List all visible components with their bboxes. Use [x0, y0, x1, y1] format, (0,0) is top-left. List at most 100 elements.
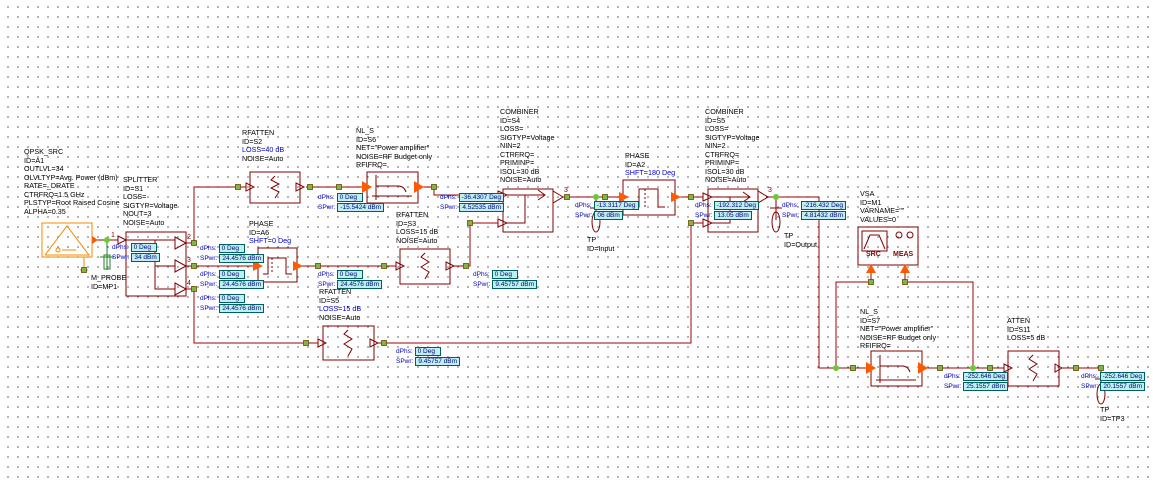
- port-connector[interactable]: [868, 279, 874, 285]
- a6-param-line[interactable]: SHFT=0 Deg: [249, 236, 292, 245]
- annotation-spwr[interactable]: SPwr:24.4576 dBm: [200, 304, 265, 313]
- a2-param-line[interactable]: ID=A2: [625, 159, 646, 169]
- junction-node[interactable]: [833, 365, 839, 371]
- combiner-s5-block[interactable]: [702, 188, 769, 233]
- wire[interactable]: [454, 222, 498, 267]
- annotation-spwr[interactable]: SPwr:24.4576 dBm: [200, 280, 265, 289]
- vsa-block[interactable]: [857, 226, 919, 282]
- port-connector[interactable]: [987, 365, 993, 371]
- annotation-dphs[interactable]: dPhs:0 Deg: [396, 347, 441, 356]
- s5-param-line[interactable]: PRIMINP=: [705, 158, 740, 167]
- s5-param-line[interactable]: ISOL=30 dB: [705, 166, 745, 176]
- vsa-param-line[interactable]: VSA: [860, 189, 875, 198]
- s4-param-line[interactable]: ID=S4: [500, 115, 521, 125]
- tp3-param-line[interactable]: TP: [1100, 405, 1110, 414]
- s3-param-line[interactable]: ID=S3: [396, 218, 417, 228]
- rfatten-s5-block[interactable]: [317, 325, 380, 361]
- s4-param-line[interactable]: ISOL=30 dB: [500, 166, 540, 176]
- wire[interactable]: [835, 281, 871, 368]
- src-param-line[interactable]: OUTLVL=34: [24, 164, 64, 173]
- annotation-dphs[interactable]: dPhs:-252.646 Deg: [944, 372, 1009, 381]
- a6-param-line[interactable]: PHASE: [249, 219, 274, 228]
- tp-output-probe[interactable]: [770, 197, 782, 233]
- wire[interactable]: [186, 288, 318, 344]
- a2-param-line[interactable]: PHASE: [625, 151, 650, 160]
- s3-param-line[interactable]: NOISE=Auto: [396, 235, 438, 245]
- port-connector[interactable]: [937, 365, 943, 371]
- tp-output-param-line[interactable]: ID=Output: [784, 239, 817, 249]
- annotation-dphs[interactable]: dPhs:0 Deg: [318, 270, 363, 279]
- a6-param-line[interactable]: ID=A6: [249, 227, 270, 237]
- splitter-param-line[interactable]: LOSS=: [123, 192, 147, 201]
- s5a-param-line[interactable]: NOISE=Auto: [319, 312, 361, 322]
- s3-param-line[interactable]: RFATTEN: [396, 210, 429, 219]
- s11-param-line[interactable]: LOSS=5 dB: [1007, 333, 1046, 342]
- wire[interactable]: [905, 281, 974, 368]
- nl-s-s6-block[interactable]: [362, 171, 424, 204]
- port-connector[interactable]: [336, 184, 342, 190]
- splitter-block[interactable]: [117, 231, 188, 297]
- annotation-dphs[interactable]: dPhs:-216.432 Deg: [782, 201, 847, 210]
- annotation-dphs[interactable]: dPhs:-252.646 Deg: [1081, 372, 1146, 381]
- mprobe-param-line[interactable]: ID=MP1: [91, 281, 118, 291]
- s11-param-line[interactable]: ID=S11: [1007, 324, 1031, 334]
- annotation-spwr[interactable]: SPwr:9.45757 dBm: [396, 357, 461, 366]
- src-param-line[interactable]: PLSTYP=Root Raised Cosine: [24, 198, 120, 207]
- s2-param-line[interactable]: LOSS=40 dB: [242, 145, 285, 154]
- annotation-dphs[interactable]: dPhs:-192.312 Deg: [695, 201, 760, 210]
- s6-param-line[interactable]: NET="Power amplifier": [356, 143, 430, 152]
- annotation-spwr[interactable]: SPwr:20.1557 dBm: [1081, 382, 1146, 391]
- s4-param-line[interactable]: PRIMINP=: [500, 158, 535, 167]
- phase-a2-block[interactable]: [619, 179, 681, 216]
- annotation-spwr[interactable]: SPwr:-15.5424 dBm: [318, 203, 385, 212]
- tp3-param-line[interactable]: ID=TP3: [1100, 413, 1125, 423]
- annotation-dphs[interactable]: dPhs:0 Deg: [200, 244, 245, 253]
- port-connector[interactable]: [191, 263, 197, 269]
- src-param-line[interactable]: ID=A1: [24, 155, 45, 165]
- s7-param-line[interactable]: NOISE=RF Budget only: [860, 332, 937, 342]
- port-connector[interactable]: [463, 263, 469, 269]
- s5a-param-line[interactable]: LOSS=15 dB: [319, 304, 362, 313]
- s6-param-line[interactable]: RFIFRQ=: [356, 160, 387, 169]
- annotation-spwr[interactable]: SPwr:25.1557 dBm: [944, 382, 1009, 391]
- port-connector[interactable]: [602, 194, 608, 200]
- combiner-s4-block[interactable]: [497, 188, 564, 233]
- src-param-line[interactable]: QPSK_SRC: [24, 147, 64, 156]
- annotation-spwr[interactable]: SPwr:9.45757 dBm: [473, 280, 538, 289]
- port-connector[interactable]: [1098, 365, 1104, 371]
- port-connector[interactable]: [1073, 365, 1079, 371]
- splitter-param-line[interactable]: NOUT=3: [123, 209, 152, 218]
- s11-param-line[interactable]: ATTEN: [1007, 316, 1031, 325]
- s5a-param-line[interactable]: RFATTEN: [319, 287, 352, 296]
- annotation-spwr[interactable]: SPwr:4.52535 dBm: [440, 203, 505, 212]
- s5a-param-line[interactable]: ID=S5: [319, 295, 340, 305]
- s5-param-line[interactable]: ID=S5: [705, 115, 726, 125]
- annotation-dphs[interactable]: dPhs:0 Deg: [200, 294, 245, 303]
- junction-node[interactable]: [970, 365, 976, 371]
- annotation-dphs[interactable]: dPhs:0 Deg: [200, 270, 245, 279]
- s5-param-line[interactable]: COMBINER: [705, 107, 744, 116]
- port-connector[interactable]: [235, 184, 241, 190]
- annotation-dphs[interactable]: dPhs:0 Deg: [473, 270, 518, 279]
- s2-param-line[interactable]: RFATTEN: [242, 128, 275, 137]
- mprobe-param-line[interactable]: M_PROBE: [91, 273, 127, 282]
- src-param-line[interactable]: ALPHA=0.35: [24, 206, 66, 216]
- src-param-line[interactable]: OLVLTYP=Avg. Power (dBm): [24, 172, 118, 182]
- s2-param-line[interactable]: NOISE=Auto: [242, 153, 284, 163]
- tp-input-param-line[interactable]: TP: [587, 235, 597, 244]
- tp-output-param-line[interactable]: TP: [784, 231, 794, 240]
- s5-param-line[interactable]: NIN=2: [705, 141, 726, 150]
- s7-param-line[interactable]: ID=S7: [860, 315, 881, 325]
- s4-param-line[interactable]: LOSS=: [500, 124, 524, 133]
- junction-node[interactable]: [593, 194, 599, 200]
- annotation-spwr[interactable]: SPwr:06 dBm: [575, 211, 623, 220]
- tp-input-param-line[interactable]: ID=Input: [587, 243, 615, 253]
- s7-param-line[interactable]: NL_S: [860, 307, 878, 316]
- s4-param-line[interactable]: CTRFRQ=: [500, 149, 535, 159]
- port-connector[interactable]: [307, 184, 313, 190]
- port-connector[interactable]: [81, 267, 87, 273]
- rfatten-s3-block[interactable]: [395, 248, 456, 285]
- annotation-spwr[interactable]: SPwr:13.05 dBm: [695, 211, 752, 220]
- port-connector[interactable]: [850, 365, 856, 371]
